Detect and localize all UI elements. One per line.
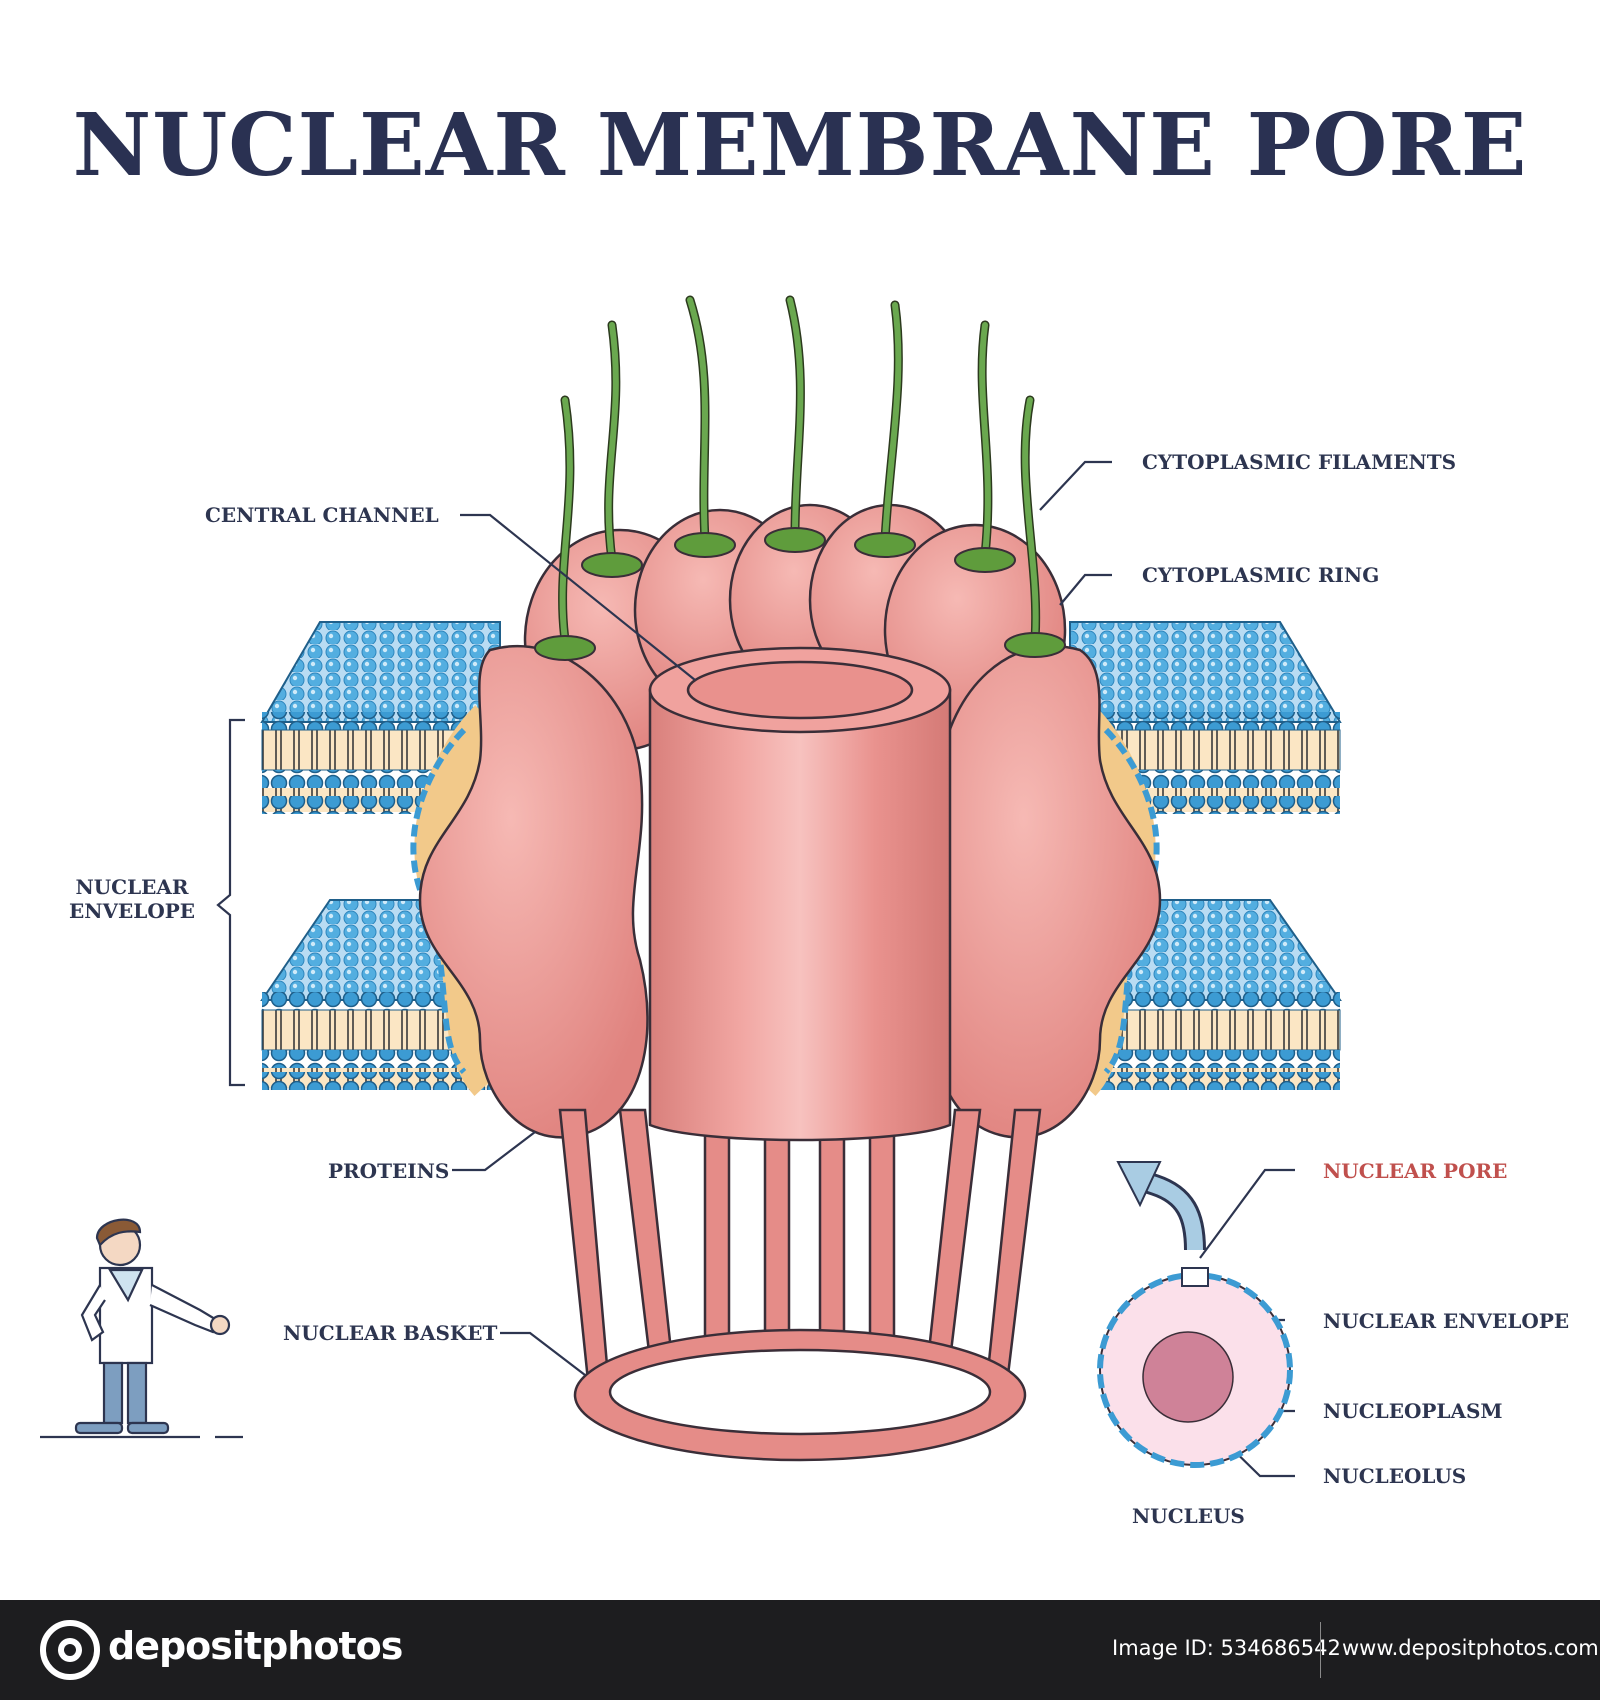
- label-nucleoplasm: NUCLEOPLASM: [1323, 1399, 1503, 1423]
- scientist-figure-icon: [40, 1218, 243, 1439]
- label-nuclear-envelope-right: NUCLEAR ENVELOPE: [1323, 1309, 1570, 1333]
- label-nucleolus: NUCLEOLUS: [1323, 1464, 1467, 1488]
- label-nuclear-envelope-line1: NUCLEAR: [75, 875, 189, 899]
- cytoplasmic-filaments: [534, 295, 1066, 661]
- footer-bar: depositphotos Image ID: 534686542 www.de…: [0, 1600, 1600, 1700]
- label-central-channel: CENTRAL CHANNEL: [205, 503, 439, 527]
- nucleus-inset: [1097, 1267, 1293, 1468]
- label-nuclear-basket: NUCLEAR BASKET: [283, 1321, 498, 1345]
- central-channel: [648, 646, 952, 1142]
- label-proteins: PROTEINS: [328, 1159, 450, 1183]
- curved-arrow-up-left-icon: [1116, 1161, 1206, 1251]
- side-proteins: [418, 644, 1162, 1139]
- depositphotos-logo-icon: [40, 1620, 100, 1680]
- label-cytoplasmic-filaments: CYTOPLASMIC FILAMENTS: [1142, 450, 1457, 474]
- footer-image-id: Image ID: 534686542: [1112, 1636, 1341, 1660]
- label-nucleus: NUCLEUS: [1132, 1504, 1245, 1528]
- page-title: NUCLEAR MEMBRANE PORE: [72, 95, 1528, 196]
- label-cytoplasmic-ring: CYTOPLASMIC RING: [1142, 563, 1380, 587]
- label-nuclear-envelope-left: NUCLEAR ENVELOPE: [62, 875, 202, 923]
- nuclear-basket: [558, 1108, 1042, 1462]
- footer-site-link[interactable]: www.depositphotos.com: [1342, 1636, 1599, 1660]
- label-nuclear-pore: NUCLEAR PORE: [1323, 1159, 1508, 1183]
- nuclear-pore-diagram: [40, 295, 1342, 1478]
- footer-logo-text: depositphotos: [108, 1624, 403, 1668]
- footer-divider: [1320, 1622, 1321, 1678]
- label-nuclear-envelope-line2: ENVELOPE: [68, 899, 196, 923]
